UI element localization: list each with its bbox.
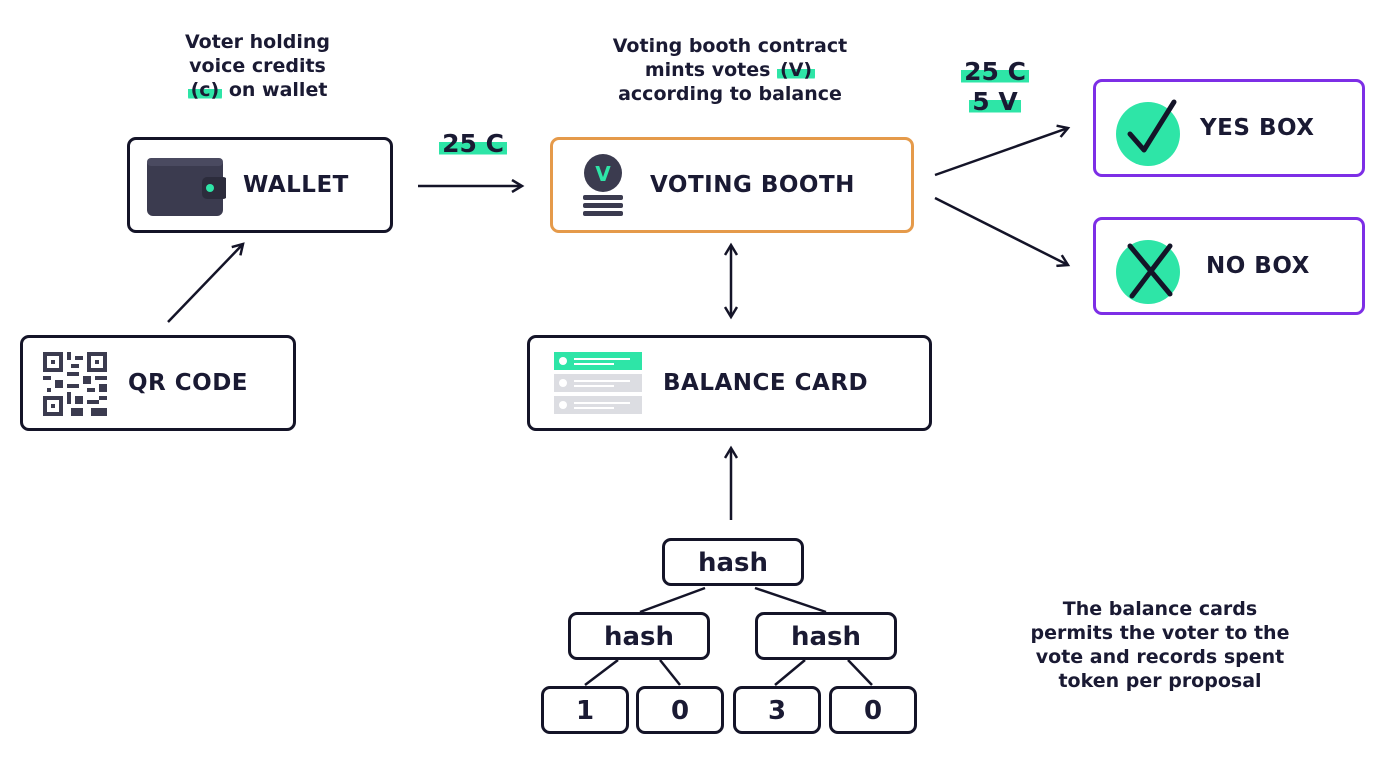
wallet-label: WALLET: [243, 172, 349, 198]
tree-node-right: hash: [755, 612, 897, 660]
balance-note-line1: The balance cards: [1062, 598, 1258, 620]
tree-node-left: hash: [568, 612, 710, 660]
arrow-booth-to-no: [934, 196, 1068, 265]
qr-code-label: QR CODE: [128, 370, 249, 396]
tree-leaf-label: 0: [670, 696, 690, 726]
card-list-icon: [554, 352, 642, 414]
voter-note: Voter holding voice credits (c) on walle…: [150, 30, 365, 102]
coin-letter: V: [595, 162, 611, 186]
tree-leaf: 0: [636, 686, 724, 734]
booth-output-votes: 5 V: [950, 87, 1040, 116]
balance-card-label: BALANCE CARD: [663, 370, 869, 396]
arrow-qr-to-wallet: [167, 244, 243, 323]
voter-note-highlight: (c): [187, 79, 223, 101]
coin-stack-icon: V: [583, 154, 623, 216]
balance-note-line4: token per proposal: [1058, 670, 1262, 692]
arrow-booth-to-yes: [934, 128, 1068, 177]
tree-node-root-label: hash: [697, 548, 769, 578]
booth-note-line2: mints votes: [644, 59, 771, 81]
booth-note-line1: Voting booth contract: [612, 35, 848, 57]
tree-leaf-label: 1: [575, 696, 595, 726]
qr-code-icon: [43, 352, 107, 416]
tree-leaf-label: 0: [863, 696, 883, 726]
balance-card-box: BALANCE CARD: [527, 335, 932, 431]
tree-node-left-label: hash: [603, 622, 675, 652]
tree-leaf: 0: [829, 686, 917, 734]
voter-note-line2: voice credits: [189, 55, 326, 77]
tree-edge: [847, 659, 873, 686]
yes-box-label: YES BOX: [1200, 115, 1315, 141]
voter-note-line3: on wallet: [228, 79, 328, 101]
cross-icon: [1116, 240, 1180, 304]
booth-note: Voting booth contract mints votes (V) ac…: [575, 34, 885, 106]
no-box-label: NO BOX: [1206, 253, 1310, 279]
booth-note-line3: according to balance: [618, 83, 842, 105]
voting-booth-label: VOTING BOOTH: [650, 172, 855, 198]
voter-note-line1: Voter holding: [184, 31, 330, 53]
booth-output-credits: 25 C: [950, 57, 1040, 86]
wallet-box: WALLET: [127, 137, 393, 233]
yes-box: YES BOX: [1093, 79, 1365, 177]
no-box: NO BOX: [1093, 217, 1365, 315]
tree-edge: [754, 586, 827, 614]
tree-edge: [639, 586, 706, 614]
wallet-icon: [147, 158, 226, 216]
tree-leaf-label: 3: [767, 696, 787, 726]
booth-note-highlight: (V): [777, 59, 816, 81]
tree-edge: [774, 659, 806, 686]
voting-booth-box: V VOTING BOOTH: [550, 137, 914, 233]
tree-edge: [584, 659, 619, 686]
wallet-to-booth-credits: 25 C: [428, 129, 518, 158]
balance-note-line2: permits the voter to the: [1030, 622, 1290, 644]
tree-node-root: hash: [662, 538, 804, 586]
qr-code-box: QR CODE: [20, 335, 296, 431]
tree-leaf: 1: [541, 686, 629, 734]
check-icon: [1116, 99, 1180, 166]
balance-card-note: The balance cards permits the voter to t…: [1000, 597, 1320, 693]
tree-leaf: 3: [733, 686, 821, 734]
balance-note-line3: vote and records spent: [1035, 646, 1285, 668]
tree-node-right-label: hash: [790, 622, 862, 652]
tree-edge: [659, 659, 681, 686]
